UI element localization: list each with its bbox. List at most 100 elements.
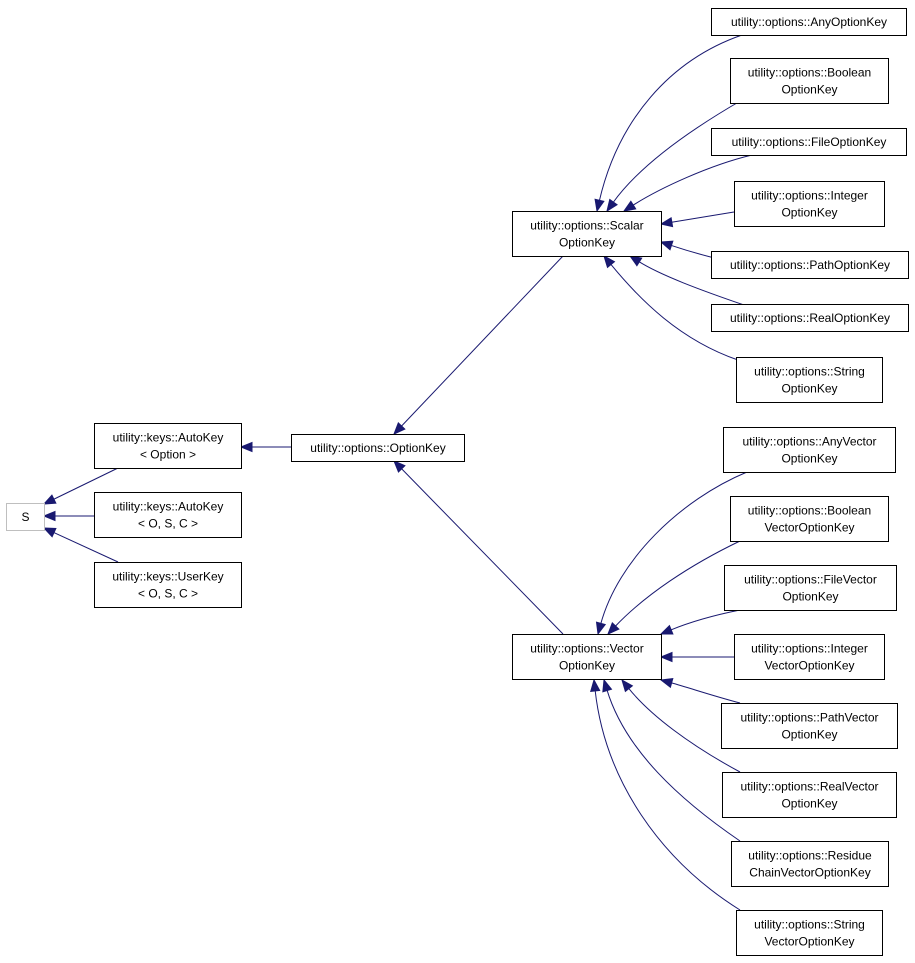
node-autokey-osc[interactable]: utility::keys::AutoKey< O, S, C > <box>94 492 242 538</box>
edge-any_option-to-scalar <box>598 34 743 202</box>
arrowhead-real_vector-to-vector <box>621 678 634 693</box>
node-box <box>94 492 242 538</box>
arrowhead-autokey_option-to-s <box>42 494 57 505</box>
node-label: OptionKey <box>559 236 615 250</box>
node-box <box>291 434 465 462</box>
node-box <box>723 427 896 473</box>
arrowhead-userkey_osc-to-s <box>42 527 57 538</box>
arrowhead-boolean_option-to-scalar <box>606 198 618 213</box>
node-label: utility::options::String <box>754 918 865 932</box>
edge-file_option-to-scalar <box>632 154 753 207</box>
node-label: utility::options::Boolean <box>748 66 871 80</box>
node-optionkey[interactable]: utility::options::OptionKey <box>291 434 465 462</box>
edge-string_vector-to-vector <box>594 689 741 911</box>
node-label: utility::options::String <box>754 365 865 379</box>
node-userkey-osc[interactable]: utility::keys::UserKey< O, S, C > <box>94 562 242 608</box>
node-label: OptionKey <box>781 728 837 742</box>
node-label: < Option > <box>140 448 196 462</box>
node-label: utility::options::OptionKey <box>310 441 445 455</box>
arrowhead-scalar-to-optionkey <box>393 422 406 435</box>
node-box <box>722 772 897 818</box>
node-label: utility::keys::AutoKey <box>113 500 224 514</box>
edge-vector-to-optionkey <box>400 467 564 635</box>
node-label: utility::options::AnyVector <box>742 435 876 449</box>
node-box <box>711 304 909 332</box>
node-label: utility::options::RealVector <box>740 780 878 794</box>
node-box <box>721 703 898 749</box>
node-label: utility::options::PathVector <box>740 711 878 725</box>
node-box <box>730 496 889 542</box>
node-box <box>734 634 885 680</box>
node-label: OptionKey <box>781 797 837 811</box>
arrowhead-any_option-to-scalar <box>594 198 605 213</box>
edge-scalar-to-optionkey <box>400 255 564 428</box>
node-label: VectorOptionKey <box>764 659 854 673</box>
edge-integer_option-to-scalar <box>670 211 735 223</box>
node-label: < O, S, C > <box>138 517 198 531</box>
node-label: utility::options::FileOptionKey <box>732 135 887 149</box>
node-file-option[interactable]: utility::options::FileOptionKey <box>711 128 907 156</box>
edge-string_option-to-scalar <box>609 263 739 361</box>
node-box <box>724 565 897 611</box>
arrowhead-boolean_vector-to-vector <box>607 622 620 635</box>
node-box <box>711 251 909 279</box>
arrowhead-file_vector-to-vector <box>659 624 674 635</box>
edge-file_vector-to-vector <box>670 609 741 631</box>
node-label: utility::options::Scalar <box>530 219 643 233</box>
node-label: utility::options::FileVector <box>744 573 877 587</box>
edge-boolean_vector-to-vector <box>614 540 741 628</box>
node-label: utility::keys::UserKey <box>112 570 223 584</box>
node-label: OptionKey <box>559 659 615 673</box>
node-autokey-option[interactable]: utility::keys::AutoKey< Option > <box>94 423 242 469</box>
node-box <box>94 562 242 608</box>
edge-real_option-to-scalar <box>638 260 748 307</box>
node-box <box>730 58 889 104</box>
node-vector[interactable]: utility::options::VectorOptionKey <box>512 634 662 680</box>
node-label: ChainVectorOptionKey <box>749 866 870 880</box>
edge-boolean_option-to-scalar <box>612 99 743 204</box>
node-box <box>711 128 907 156</box>
node-label: utility::options::Integer <box>751 642 868 656</box>
node-label: VectorOptionKey <box>764 521 854 535</box>
node-box <box>736 357 883 403</box>
arrowhead-string_vector-to-vector <box>590 678 601 693</box>
edge-real_vector-to-vector <box>627 687 741 773</box>
arrowhead-optionkey-to-autokey_option <box>239 441 253 453</box>
arrowhead-real_option-to-scalar <box>628 255 643 267</box>
arrowhead-any_vector-to-vector <box>595 621 607 636</box>
node-label: utility::options::AnyOptionKey <box>731 15 887 29</box>
node-label: OptionKey <box>781 83 837 97</box>
arrowhead-file_option-to-scalar <box>622 200 637 212</box>
node-s[interactable]: S <box>6 503 45 531</box>
edge-residue_chain_vector-to-vector <box>606 689 741 842</box>
node-label: utility::options::Residue <box>748 849 872 863</box>
node-label: utility::options::Vector <box>530 642 643 656</box>
arrowhead-string_option-to-scalar <box>603 254 616 269</box>
arrowhead-residue_chain_vector-to-vector <box>602 678 613 693</box>
node-box <box>512 211 662 257</box>
arrowhead-path_vector-to-vector <box>659 678 674 689</box>
node-real-option[interactable]: utility::options::RealOptionKey <box>711 304 909 332</box>
edge-any_vector-to-vector <box>600 471 748 625</box>
node-box <box>711 8 907 36</box>
node-residue-chain-vector[interactable]: utility::options::ResidueChainVectorOpti… <box>731 841 889 887</box>
edges-layer <box>42 34 753 911</box>
node-any-option[interactable]: utility::options::AnyOptionKey <box>711 8 907 36</box>
node-label: S <box>21 510 29 524</box>
node-box <box>6 503 45 531</box>
edge-userkey_osc-to-s <box>52 531 119 563</box>
node-path-option[interactable]: utility::options::PathOptionKey <box>711 251 909 279</box>
